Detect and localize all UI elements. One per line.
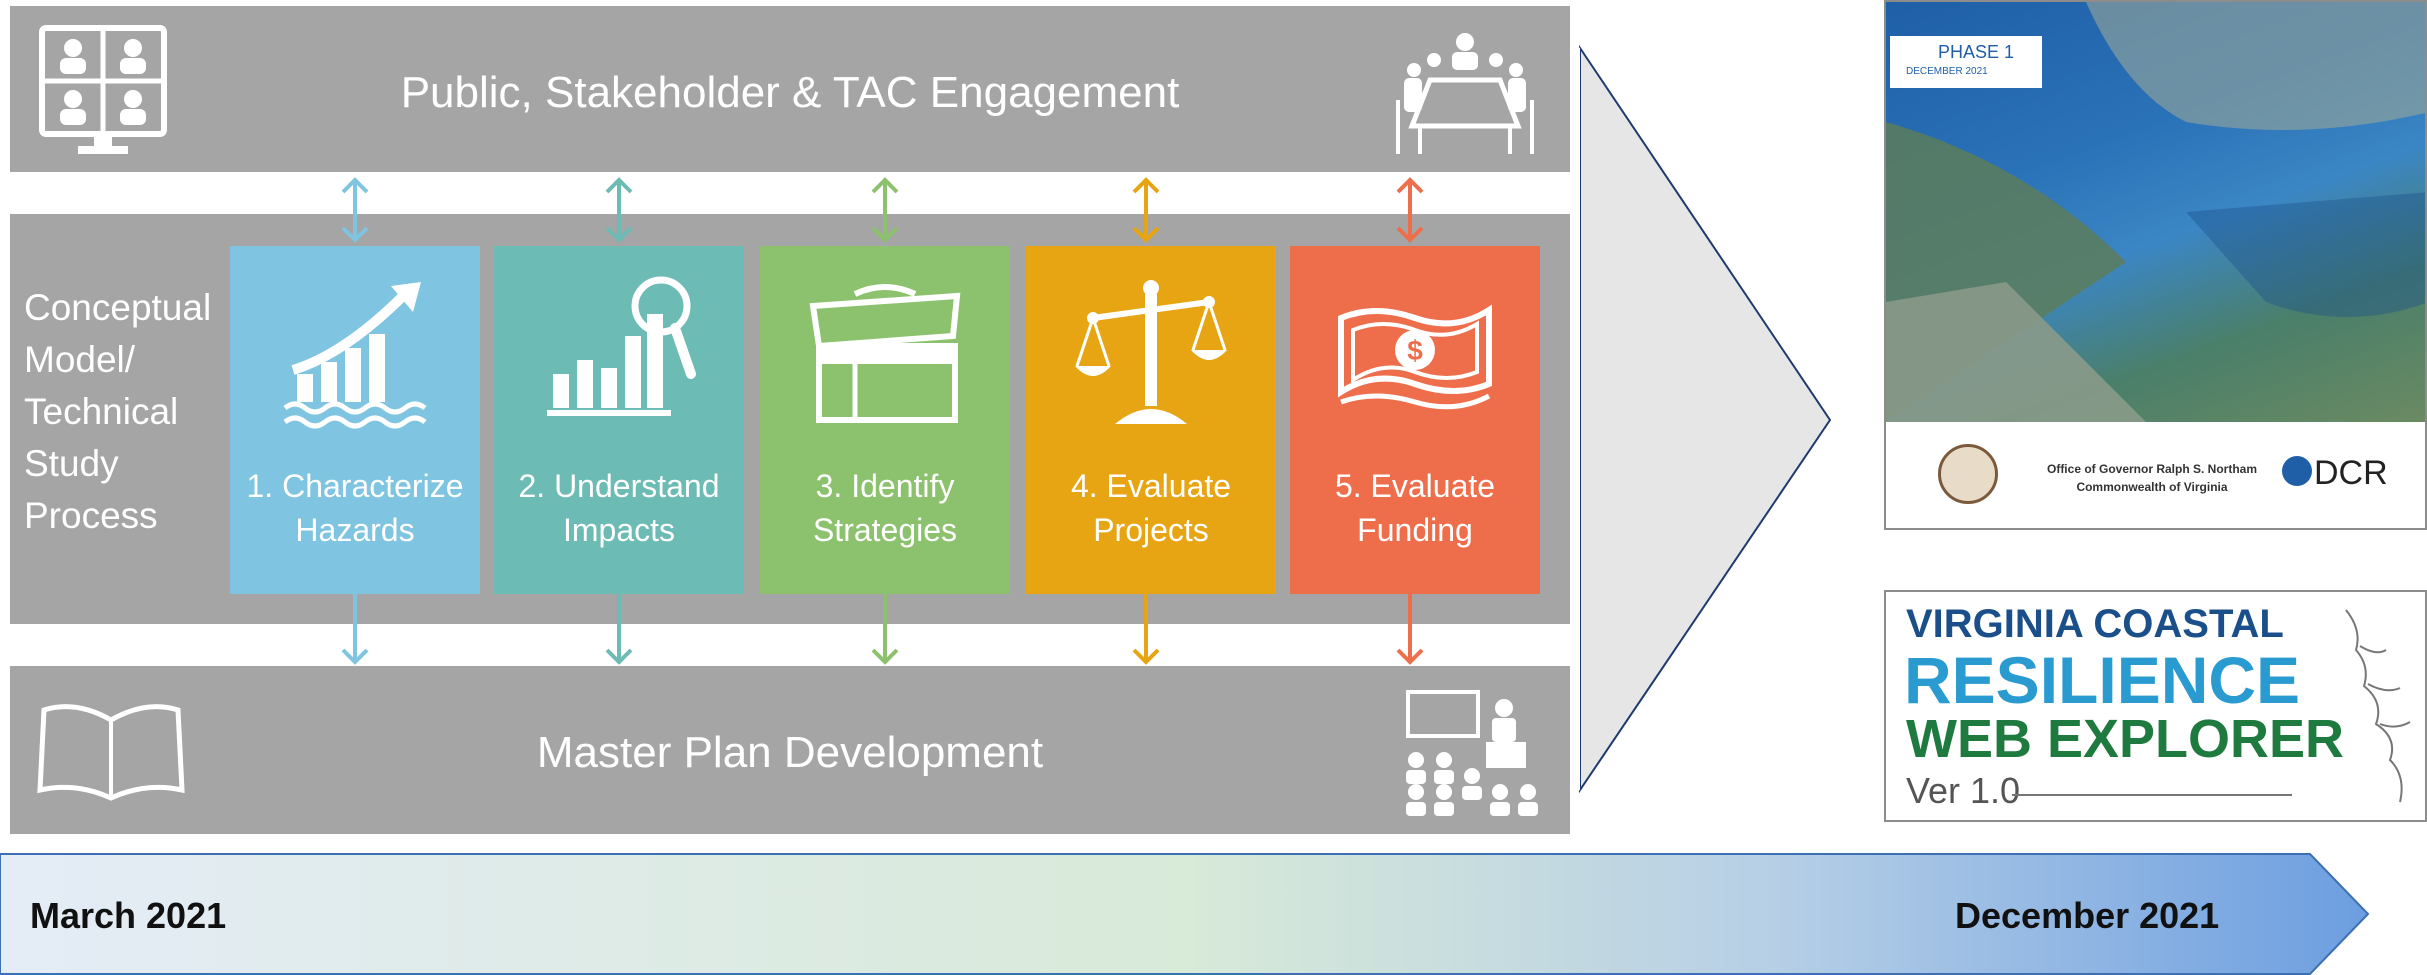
explorer-rule: [2012, 794, 2292, 796]
bar-chart-magnifier-icon: [547, 276, 696, 416]
step-identify-strategies: 3. Identify Strategies: [760, 246, 1010, 594]
explorer-line1: VIRGINIA COASTAL: [1906, 602, 2284, 646]
explorer-line2: RESILIENCE: [1904, 643, 2301, 717]
timeline-arrow: [0, 853, 2370, 975]
toolbox-icon: [809, 284, 961, 423]
process-side-label: Conceptual Model/ Technical Study Proces…: [24, 287, 212, 536]
dcr-logo: DCR: [2282, 454, 2388, 493]
harbor-illustration: [1886, 2, 2425, 422]
phase-title: PHASE 1: [1938, 42, 2015, 62]
master-plan-title: Master Plan Development: [536, 728, 1044, 777]
harbor-aerial-photo: [1886, 2, 2425, 422]
rising-chart-waves-icon: [283, 282, 427, 429]
step-label: 2. Understand Impacts: [518, 468, 720, 548]
step-label: 4. Evaluate Projects: [1070, 468, 1232, 548]
virginia-coastline-icon: [2345, 609, 2411, 803]
phase-label-box: PHASE 1 DECEMBER 2021: [1890, 36, 2042, 88]
engagement-title: Public, Stakeholder & TAC Engagement: [400, 68, 1180, 117]
explorer-version: Ver 1.0: [1906, 770, 2021, 811]
process-band: Conceptual Model/ Technical Study Proces…: [10, 214, 1570, 624]
phase1-report-cover: PHASE 1 DECEMBER 2021 Office of Governor…: [1884, 0, 2427, 530]
video-conference-icon: [39, 25, 167, 154]
step-evaluate-projects: 4. Evaluate Projects: [1026, 246, 1276, 594]
explorer-line3: WEB EXPLORER: [1906, 709, 2345, 769]
step-understand-impacts: 2. Understand Impacts: [494, 246, 744, 594]
step-label: 1. Characterize Hazards: [246, 468, 464, 548]
web-explorer-logo: VIRGINIA COASTAL RESILIENCE WEB EXPLORER…: [1884, 590, 2427, 822]
dollar-bill-icon: $: [1338, 304, 1492, 410]
timeline-end-label: December 2021: [1955, 895, 2220, 936]
presentation-audience-icon: [1406, 690, 1538, 816]
meeting-table-icon: [1396, 33, 1534, 154]
open-book-icon: [37, 704, 185, 801]
timeline-start-label: March 2021: [30, 895, 227, 936]
phase-date: DECEMBER 2021: [1906, 66, 1988, 77]
master-plan-band: Master Plan Development: [10, 666, 1570, 834]
balance-scale-icon: [1075, 280, 1227, 424]
dcr-globe-icon: [2282, 456, 2312, 486]
virginia-seal-icon: [1938, 444, 1998, 504]
svg-text:$: $: [1407, 335, 1423, 366]
step-characterize-hazards: 1. Characterize Hazards: [230, 246, 480, 594]
governor-office-text: Office of Governor Ralph S. Northam Comm…: [2046, 462, 2258, 494]
step-label: 3. Identify Strategies: [812, 468, 958, 548]
step-evaluate-funding: $ 5. Evaluate Funding: [1290, 246, 1540, 594]
step-label: 5. Evaluate Funding: [1334, 468, 1496, 548]
engagement-band: Public, Stakeholder & TAC Engagement: [10, 6, 1570, 172]
dcr-logo-text: DCR: [2314, 454, 2388, 492]
